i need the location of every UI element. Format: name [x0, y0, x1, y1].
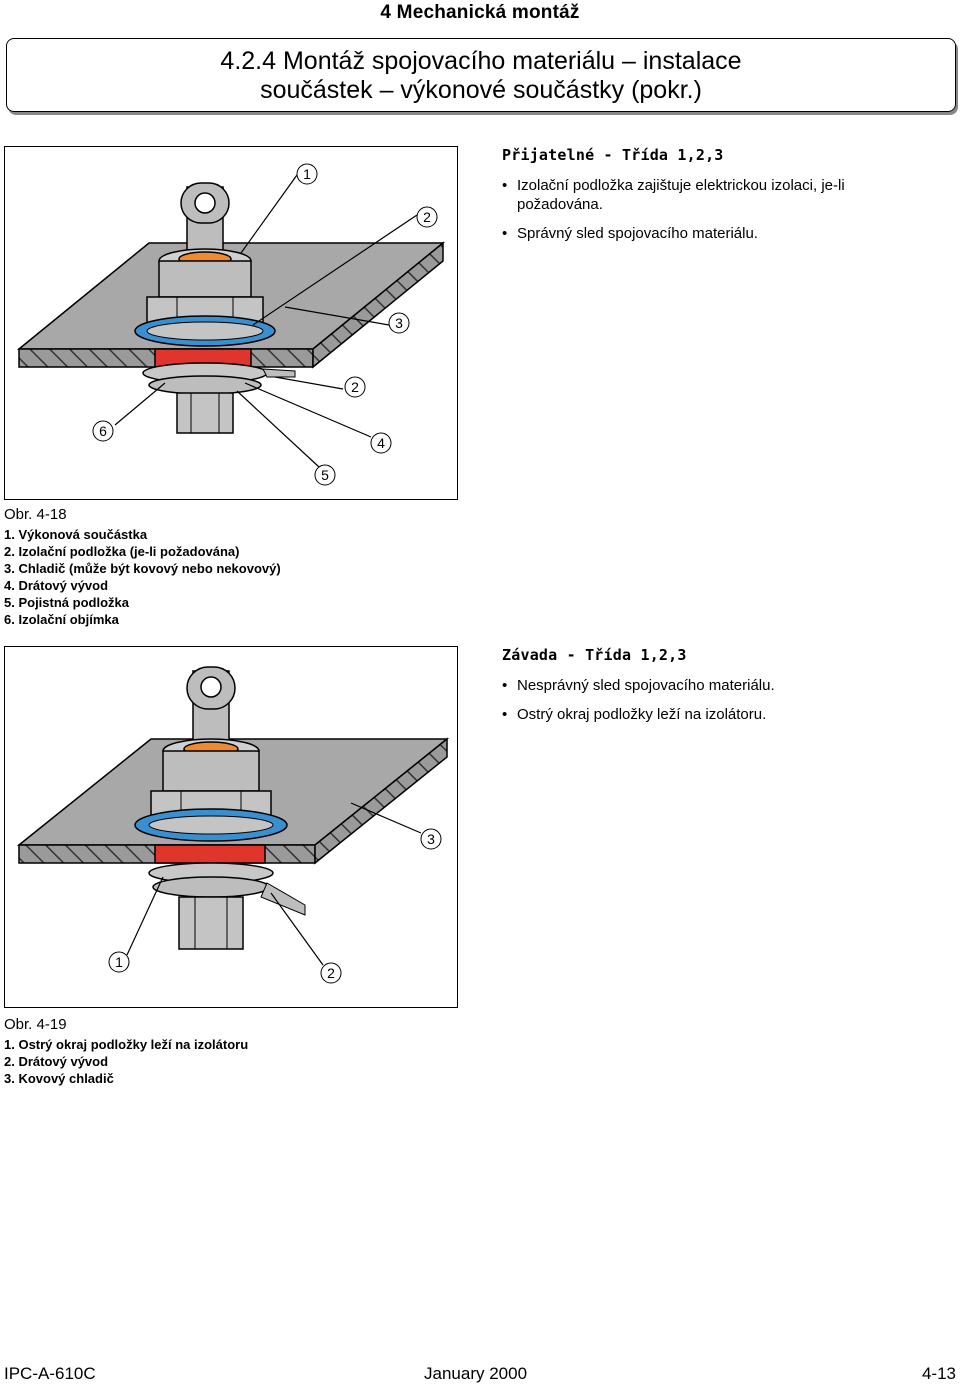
section-title-line-2: součástek – výkonové součástky (pokr.)	[260, 76, 702, 104]
callout-1-label: 1	[115, 954, 123, 970]
callout-1: 1	[296, 163, 318, 185]
figure-4-19-illustration: 3 1 2	[4, 646, 458, 1008]
criteria-bullet: Ostrý okraj podložky leží na izolátoru.	[502, 705, 922, 724]
figure-4-18-criteria: Přijatelné - Třída 1,2,3 Izolační podlož…	[502, 146, 922, 253]
figure-4-19-caption: Obr. 4-19 1. Ostrý okraj podložky leží n…	[4, 1016, 248, 1087]
callout-2: 2	[320, 962, 342, 984]
callout-2-lower: 2	[344, 376, 366, 398]
legend-item: 2. Izolační podložka (je-li požadována)	[4, 544, 240, 559]
figure-number: Obr. 4-19	[4, 1016, 67, 1033]
callout-2-lower-label: 2	[351, 379, 359, 395]
callout-1-label: 1	[303, 166, 311, 182]
callout-4: 4	[370, 432, 392, 454]
power-component-assembly-diagram: 1 2 3 2 6 4 5	[16, 163, 446, 486]
callout-3-label: 3	[427, 831, 435, 847]
figure-4-18-caption: Obr. 4-18 1. Výkonová součástka 2. Izola…	[4, 506, 281, 628]
callout-3-label: 3	[395, 315, 403, 331]
section-title-box: 4.2.4 Montáž spojovacího materiálu – ins…	[6, 38, 956, 112]
figure-4-19-criteria: Závada - Třída 1,2,3 Nesprávný sled spoj…	[502, 646, 922, 734]
callout-2-top-label: 2	[423, 209, 431, 225]
footer-page-number: 4-13	[921, 1364, 956, 1383]
callout-3: 3	[388, 312, 410, 334]
chapter-header: 4 Mechanická montáž	[380, 2, 580, 23]
criteria-bullet: Nesprávný sled spojovacího materiálu.	[502, 676, 922, 695]
callout-5: 5	[314, 464, 336, 486]
callout-2-top: 2	[416, 206, 438, 228]
acceptable-heading: Přijatelné - Třída 1,2,3	[502, 146, 724, 164]
footer-document-id: IPC-A-610C	[4, 1364, 96, 1383]
legend-item: 6. Izolační objímka	[4, 612, 119, 627]
footer-date: January 2000	[424, 1364, 528, 1383]
callout-6: 6	[92, 420, 114, 442]
legend-item: 2. Drátový vývod	[4, 1054, 109, 1069]
callout-3: 3	[420, 828, 442, 850]
legend-item: 3. Chladič (může být kovový nebo nekovov…	[4, 561, 281, 576]
callout-5-label: 5	[321, 467, 329, 483]
callout-1: 1	[108, 951, 130, 973]
legend-item: 1. Ostrý okraj podložky leží na izolátor…	[4, 1037, 249, 1052]
criteria-bullet: Izolační podložka zajištuje elektrickou …	[502, 176, 922, 214]
callout-2-label: 2	[327, 965, 335, 981]
callout-4-label: 4	[377, 435, 385, 451]
callout-6-label: 6	[99, 423, 107, 439]
section-title-line-1: 4.2.4 Montáž spojovacího materiálu – ins…	[220, 47, 742, 75]
legend-item: 1. Výkonová součástka	[4, 527, 148, 542]
figure-number: Obr. 4-18	[4, 506, 67, 523]
figure-4-18-illustration: 1 2 3 2 6 4 5	[4, 146, 458, 500]
legend-item: 4. Drátový vývod	[4, 578, 109, 593]
defect-assembly-diagram: 3 1 2	[16, 666, 450, 984]
legend-item: 3. Kovový chladič	[4, 1071, 114, 1086]
criteria-bullet: Správný sled spojovacího materiálu.	[502, 224, 922, 243]
defect-heading: Závada - Třída 1,2,3	[502, 646, 687, 664]
legend-item: 5. Pojistná podložka	[4, 595, 129, 610]
